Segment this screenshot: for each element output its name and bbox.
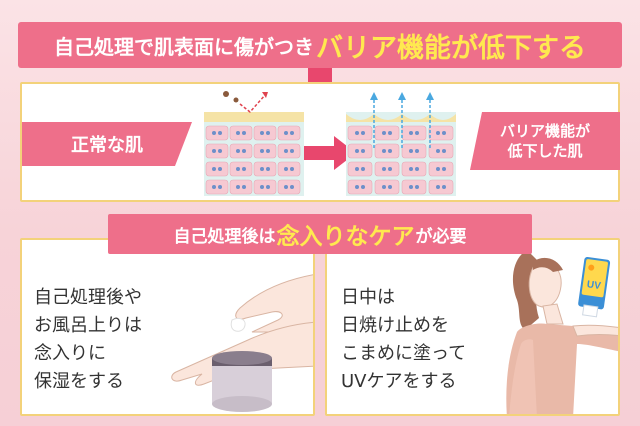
moisturize-line-3: 念入りに [34, 342, 106, 364]
middle-banner: 自己処理後は 念入りなケア が必要 [108, 214, 532, 254]
top-banner-text: 自己処理で肌表面に傷がつき [54, 34, 314, 59]
cream-jar-icon [212, 351, 272, 412]
woman-applying-sunscreen-illustration: UV [506, 250, 618, 414]
moisture-escape-arrow-icon [373, 98, 431, 148]
sunscreen-uv-label: UV [586, 279, 602, 292]
moisturize-line-1: 自己処理後や [34, 287, 142, 308]
sunscreen-line-2: 日焼け止めを [341, 314, 449, 336]
damaged-skin-label: バリア機能が 低下した肌 [470, 112, 620, 170]
moisturize-card-text: 自己処理後や お風呂上りは 念入りに 保湿をする [34, 284, 142, 396]
skin-comparison-panel: 正常な肌 [20, 82, 620, 202]
normal-skin-label-text: 正常な肌 [71, 135, 143, 156]
damaged-skin-illustration [346, 92, 456, 196]
normal-skin-label: 正常な肌 [22, 122, 192, 166]
sunscreen-line-1: 日中は [341, 287, 395, 308]
right-arrow-icon [304, 136, 356, 170]
moisturize-card: 自己処理後や お風呂上りは 念入りに 保湿をする [20, 238, 315, 416]
normal-skin-illustration [204, 91, 304, 196]
sunscreen-tube-icon: UV [578, 256, 611, 318]
damage-particle-icon [223, 91, 239, 103]
sunscreen-card: 日中は 日焼け止めを こまめに塗って UVケアをする UV [325, 238, 620, 416]
top-banner: 自己処理で肌表面に傷がつき バリア機能が低下する [18, 22, 622, 68]
damaged-skin-label-line1: バリア機能が [499, 121, 590, 140]
hands-applying-cream-illustration [171, 274, 313, 412]
middle-banner-text-before: 自己処理後は [173, 226, 276, 247]
top-banner-highlight: バリア機能が低下する [316, 32, 586, 64]
moisturize-line-4: 保湿をする [34, 370, 124, 392]
sunscreen-card-text: 日中は 日焼け止めを こまめに塗って UVケアをする [341, 284, 466, 396]
middle-banner-text-after: が必要 [415, 226, 467, 247]
damaged-skin-label-line2: 低下した肌 [507, 142, 583, 160]
sunscreen-line-3: こまめに塗って [341, 342, 467, 364]
middle-banner-highlight: 念入りなケア [276, 224, 415, 250]
sunscreen-line-4: UVケアをする [341, 370, 457, 392]
moisturize-line-2: お風呂上りは [34, 314, 142, 336]
